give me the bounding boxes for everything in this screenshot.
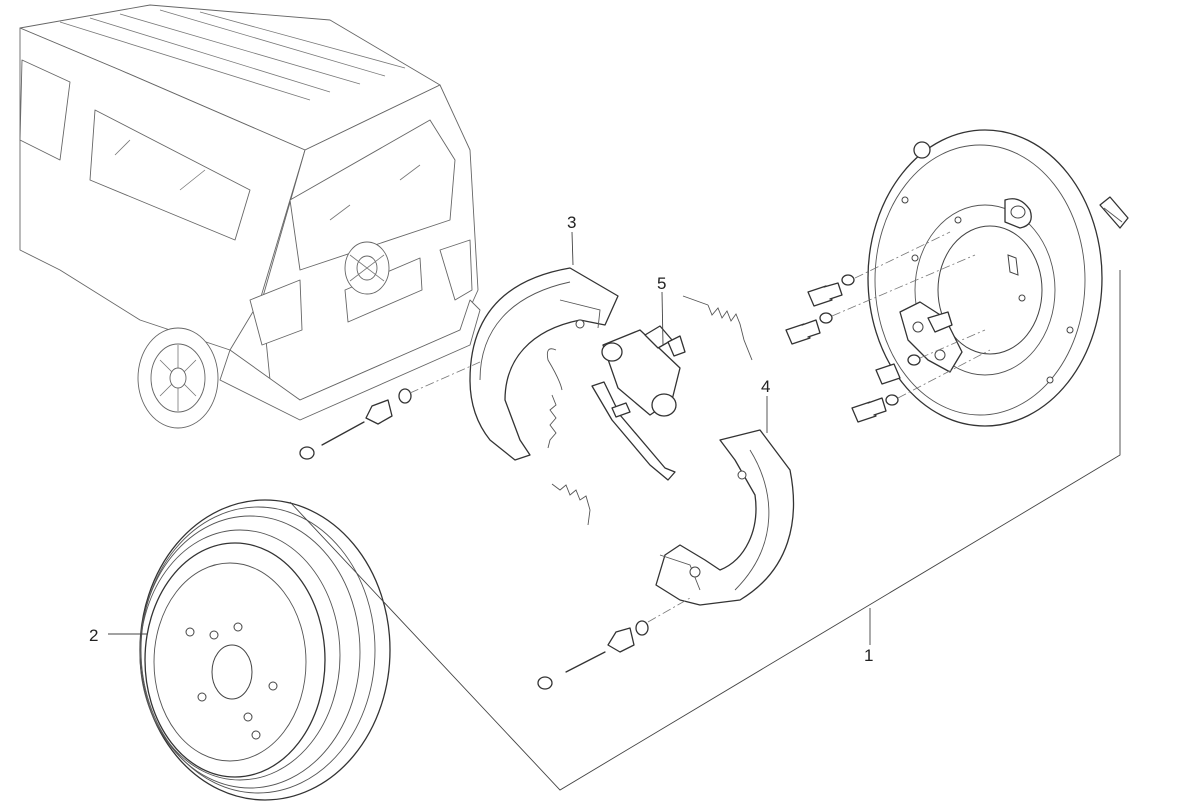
callout-3: 3 bbox=[567, 213, 576, 232]
mounting-bolts bbox=[785, 231, 991, 423]
callout-1: 1 bbox=[864, 646, 873, 665]
brake-drum bbox=[139, 499, 391, 801]
callout-2: 2 bbox=[89, 626, 98, 645]
hold-down-kit-lower bbox=[537, 597, 691, 690]
brake-shoe-upper bbox=[469, 267, 619, 461]
wheel-cylinder bbox=[601, 325, 686, 417]
callout-4: 4 bbox=[761, 377, 770, 396]
callout-leaders bbox=[108, 231, 1121, 791]
adjuster-strut bbox=[591, 381, 676, 481]
van-illustration bbox=[19, 4, 481, 429]
backing-plate bbox=[867, 129, 1103, 427]
callout-5: 5 bbox=[657, 274, 666, 293]
rubber-grommet bbox=[1099, 196, 1129, 229]
hold-down-kit-upper bbox=[299, 361, 481, 460]
return-springs bbox=[546, 295, 753, 526]
brake-shoe-lower bbox=[655, 429, 795, 606]
